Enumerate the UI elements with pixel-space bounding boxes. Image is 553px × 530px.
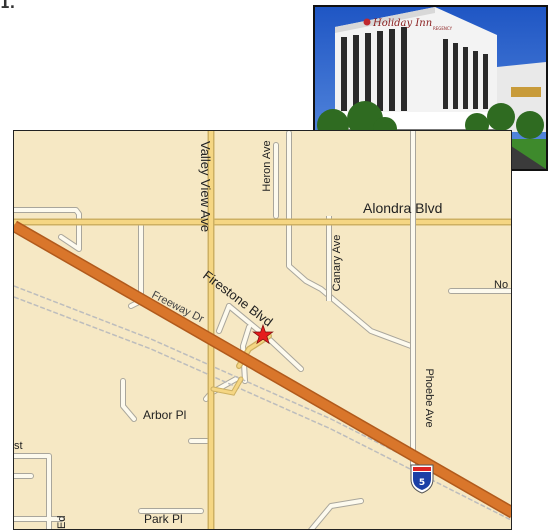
trees: [317, 101, 544, 141]
street-label-valley-view: Valley View Ave: [198, 141, 213, 232]
corner-mark: 1.: [0, 0, 16, 12]
interstate-shield-icon: 5: [410, 464, 434, 494]
window-grid: [341, 27, 488, 111]
street-label-alondra: Alondra Blvd: [363, 200, 442, 216]
street-label-phoebe: Phoebe Ave: [423, 368, 435, 427]
street-map: 5 Alondra Blvd Valley View Ave Heron Ave…: [13, 130, 512, 530]
street-label-partial-no: No: [494, 279, 508, 291]
street-label-park: Park Pl: [144, 512, 183, 526]
street-label-partial-st: st: [14, 440, 23, 452]
street-label-canary: Canary Ave: [331, 235, 343, 292]
interstate-shield-label: 5: [419, 478, 425, 488]
street-label-heron: Heron Ave: [261, 140, 273, 191]
street-map-canvas: 5 Alondra Blvd Valley View Ave Heron Ave…: [14, 131, 511, 529]
hotel-sign-subtext: REGENCY: [433, 26, 453, 31]
arterial-roads: [14, 131, 511, 529]
street-label-partial-ed: Ed: [56, 516, 68, 529]
hotel-sign: Holiday Inn REGENCY: [363, 18, 453, 31]
street-label-arbor: Arbor Pl: [143, 408, 186, 422]
hotel-location-star-icon: [252, 323, 274, 345]
hotel-sign-text: Holiday Inn: [372, 18, 432, 29]
